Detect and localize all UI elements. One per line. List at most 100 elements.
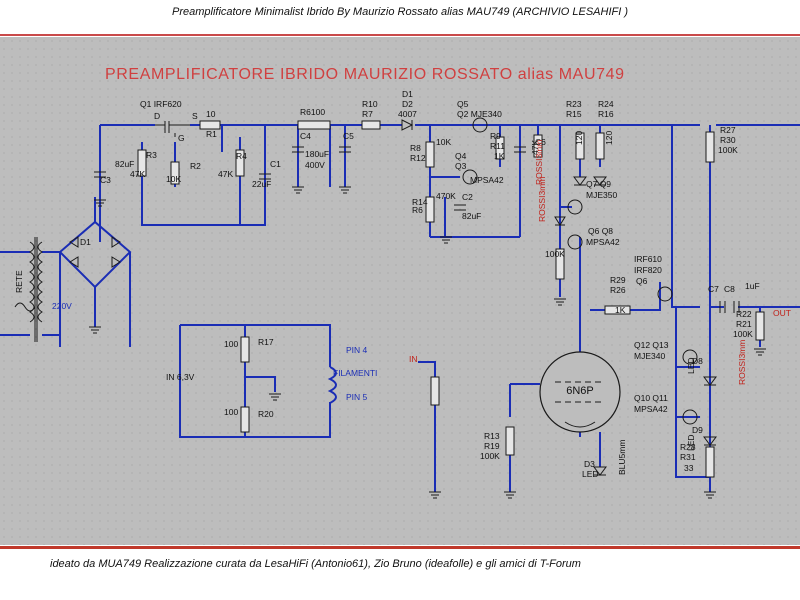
label-rosso3b: ROSSI3mm: [537, 177, 547, 222]
label-q10: Q10 Q11: [634, 393, 668, 403]
label-irf820: IRF820: [634, 265, 662, 275]
label-d1a: D1: [402, 89, 413, 99]
schematic-canvas: PREAMPLIFICATORE IBRIDO MAURIZIO ROSSATO…: [0, 37, 800, 545]
label-c1v: 22uF: [252, 179, 271, 189]
label-d2: D2: [402, 99, 413, 109]
label-r20v: 100: [224, 407, 238, 417]
label-d8: D8: [692, 356, 703, 366]
label-d9: D9: [692, 425, 703, 435]
label-r31: R31: [680, 452, 696, 462]
label-q1: Q1 IRF620: [140, 99, 182, 109]
components: [14, 117, 766, 499]
label-c3v: 82uF: [115, 159, 134, 169]
label-c4volt: 400V: [305, 160, 325, 170]
label-q5: Q5: [457, 99, 469, 109]
grid-dots: [0, 37, 800, 545]
label-r470k: 470K: [436, 191, 456, 201]
label-r17v: 100: [224, 339, 238, 349]
label-r100kd: 100K: [480, 451, 500, 461]
label-v220: 220V: [52, 301, 72, 311]
label-q6b: Q6: [636, 276, 648, 286]
label-r120b: 120: [604, 131, 614, 145]
label-r10a: 10: [206, 109, 216, 119]
label-r120a: 120: [574, 131, 584, 145]
label-in63: IN 6,3V: [166, 372, 195, 382]
label-d1b: D1: [80, 237, 91, 247]
label-r14: R14: [412, 197, 428, 207]
label-r1: R1: [206, 129, 217, 139]
label-c8v: 1uF: [745, 281, 760, 291]
label-r3v: 47K: [130, 169, 145, 179]
label-c3: C3: [100, 175, 111, 185]
label-c2: C2: [462, 192, 473, 202]
label-r100kc: 100K: [733, 329, 753, 339]
label-r7: R7: [362, 109, 373, 119]
label-r28: R28: [680, 442, 696, 452]
label-r100kb: 100K: [545, 249, 565, 259]
label-r10b: R10: [362, 99, 378, 109]
label-filamenti: FILAMENTI: [333, 368, 377, 378]
label-q12: Q12 Q13: [634, 340, 669, 350]
top-divider: [0, 34, 800, 36]
label-c4v: 180uF: [305, 149, 329, 159]
label-r17: R17: [258, 337, 274, 347]
label-r1k: 1K: [494, 151, 505, 161]
label-r1kb: 1K: [615, 305, 626, 315]
label-r16: R16: [598, 109, 614, 119]
credits-text: ideato da MUA749 Realizzazione curata da…: [50, 558, 581, 570]
label-c1: C1: [270, 159, 281, 169]
label-r100k: 100K: [718, 145, 738, 155]
label-r24: R24: [598, 99, 614, 109]
label-r8: R8: [410, 143, 421, 153]
label-g: G: [178, 133, 185, 143]
label-in: IN: [409, 354, 418, 364]
label-mje350: MJE350: [586, 190, 617, 200]
label-mje340b: MJE340: [634, 351, 665, 361]
label-q6: Q6 Q8: [588, 226, 613, 236]
label-mpsa42c: MPSA42: [634, 404, 668, 414]
wires: [0, 124, 800, 492]
label-d: D: [154, 111, 160, 121]
page-title: Preamplificatore Minimalist Ibrido By Ma…: [171, 6, 629, 18]
label-rosso3c: ROSSI3mm: [737, 340, 747, 385]
label-r30: R30: [720, 135, 736, 145]
label-r15: R15: [566, 109, 582, 119]
io-labels: IN OUT: [409, 308, 791, 364]
label-c4: C4: [300, 131, 311, 141]
label-c5: C5: [343, 131, 354, 141]
label-r47kc: 47K: [530, 140, 540, 155]
label-r19: R19: [484, 441, 500, 451]
label-d4007: 4007: [398, 109, 417, 119]
label-r12v: 10K: [436, 137, 451, 147]
label-rosso3a: ROSSI3mm: [534, 140, 544, 185]
label-r4: R4: [236, 151, 247, 161]
label-r20: R20: [258, 409, 274, 419]
label-pin5: PIN 5: [346, 392, 368, 402]
label-r29: R29: [610, 275, 626, 285]
label-r6b: R6: [412, 205, 423, 215]
label-r2: R2: [190, 161, 201, 171]
vertical-labels: RETEROSSI3mmROSSI3mmROSSI3mmBLU5mmLEDLED…: [14, 131, 747, 475]
label-r6: R6100: [300, 107, 325, 117]
label-r3: R3: [146, 150, 157, 160]
label-r11: R11: [490, 141, 505, 151]
label-rete: RETE: [14, 270, 24, 293]
label-r4v: 47K: [218, 169, 233, 179]
label-d3: D3: [584, 459, 595, 469]
label-q2: Q2 MJE340: [457, 109, 502, 119]
label-blu5: BLU5mm: [617, 440, 627, 475]
bottom-divider: [0, 546, 800, 549]
label-r9: R9: [490, 131, 501, 141]
label-r27: R27: [720, 125, 736, 135]
label-r26: R26: [610, 285, 626, 295]
label-led3: LED: [582, 469, 599, 479]
label-q3: Q3: [455, 161, 467, 171]
label-out: OUT: [773, 308, 791, 318]
label-c7: C7: [708, 284, 719, 294]
label-s: S: [192, 111, 198, 121]
label-led9: LED: [686, 434, 696, 451]
label-pin4: PIN 4: [346, 345, 368, 355]
label-irf610: IRF610: [634, 254, 662, 264]
label-r13: R13: [484, 431, 500, 441]
